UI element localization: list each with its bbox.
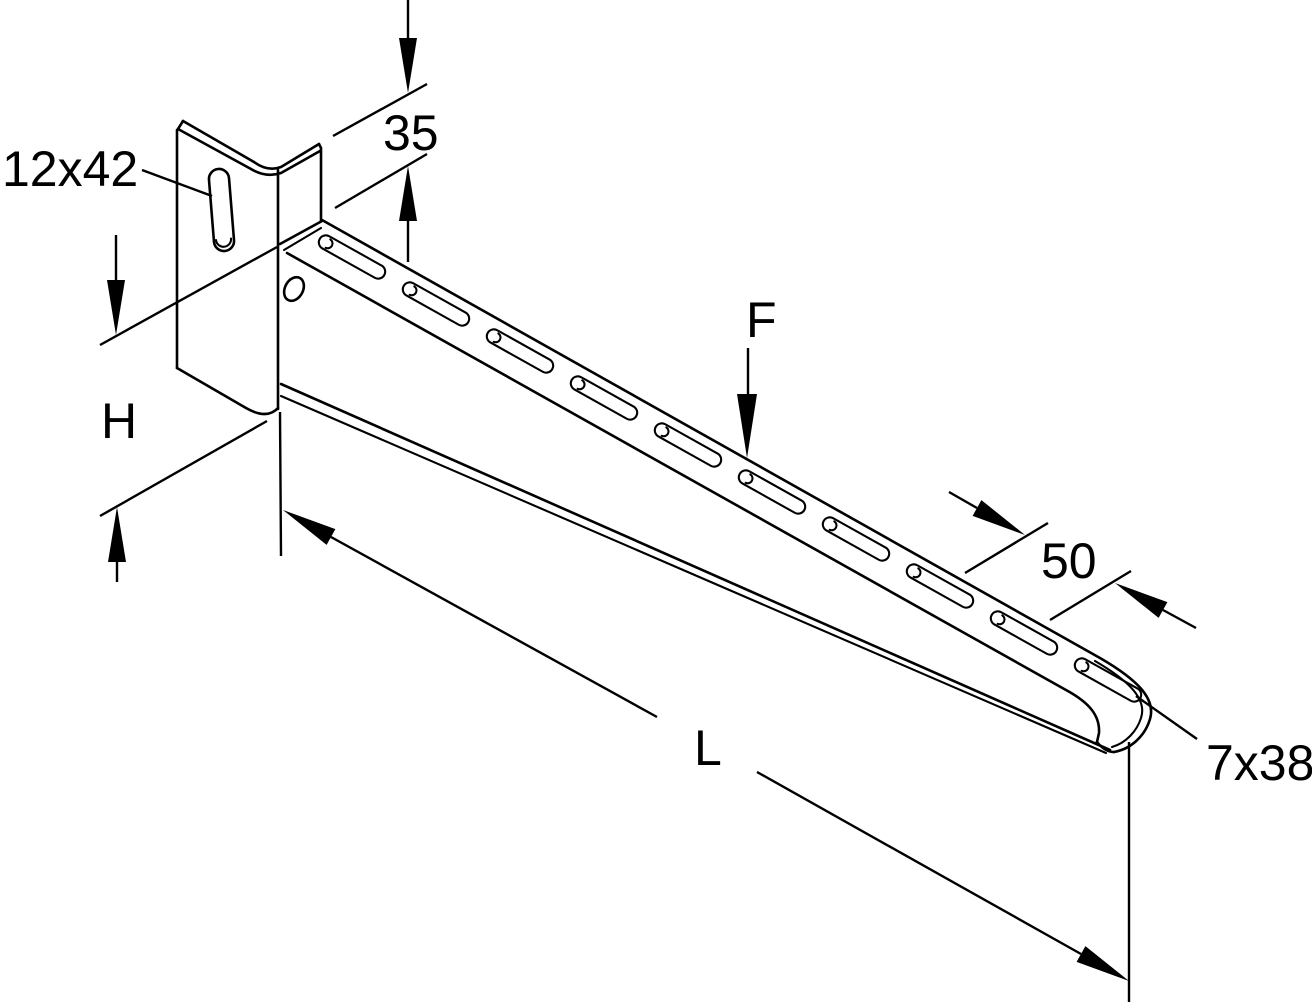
arm-root-chamfer-outer [278,219,324,246]
arm-slot [821,516,891,562]
dim-h-bottom-arrowhead [108,507,126,562]
dim-l: L [278,411,1131,1002]
plate-top-edge-outer [181,119,256,164]
dim-35-value: 35 [383,105,439,161]
mounting-slot [207,167,236,253]
dim-h-value: H [101,393,137,449]
arm-slot-depth-arc [912,567,922,579]
dim-35-bottom-arrowhead [399,166,417,221]
force-label: F [746,292,777,348]
arm-slot-depth-arc [660,426,670,438]
force-annotation: F [737,292,777,458]
bracket-arm [278,218,1153,755]
arm-slot-depth-arc [828,520,838,532]
arm-slot-depth-arc [492,332,502,344]
mounting-slot-size-label: 12x42 [2,141,138,197]
arm-slot [317,234,387,280]
plate-top-left-chamfer [176,119,185,131]
dim-l-left-extension-line [278,411,283,557]
dim-h: H [99,235,278,582]
dim-h-top-arrowhead [107,280,125,335]
arm-slot [653,422,723,468]
arm-top-edge-and-hook-outer [320,218,1153,754]
dim-50-upper-arrow-line [948,490,978,510]
arm-round-hole [282,275,306,303]
label-7x38: 7x38 [1135,695,1312,791]
label-12x42: 12x42 [2,141,213,198]
dim-35-upper-extension-line [332,82,428,138]
arm-slot-size-label: 7x38 [1206,735,1312,791]
mounting-slot-leader-line [141,168,213,198]
arm-slot-depth-arc [408,285,418,297]
plate-top-edge-inner [176,127,253,171]
arm-bottom-edge-outer [279,382,1112,752]
plate-side-right-edge [317,142,323,223]
arm-slot-depth-arc [576,379,586,391]
plate-fold-top-outer [252,142,321,170]
arm-bottom-edge-inner [279,394,1108,755]
arm-slot [485,328,555,374]
dim-50-value: 50 [1041,533,1097,589]
arm-hook-thickness [1093,659,1144,749]
dim-50-lower-arrow-line [1162,608,1197,630]
arm-slot-depth-arc [996,614,1006,626]
arm-flange-fold-line [285,251,1101,744]
arm-root-chamfer-inner [282,226,323,252]
dim-l-line-left-segment [330,535,658,719]
dim-h-upper-extension-line [99,245,278,347]
dim-35-lower-extension-line [334,152,428,210]
dim-l-value: L [694,720,722,776]
wall-plate [175,119,323,416]
dim-h-lower-extension-line [99,419,268,518]
dim-50: 50 [948,490,1197,630]
arm-slot-leader-line [1135,695,1198,740]
arm-slot [569,375,639,421]
arm-slot-depth-arc [744,473,754,485]
plate-bottom-edge [175,366,280,416]
dim-l-right-arrowhead [1076,946,1129,981]
arm-slot-row [317,234,1143,703]
force-arrowhead [737,394,757,458]
dim-50-lower-arrowhead [1115,583,1168,618]
arm-slot [905,563,975,609]
dim-35-top-arrowhead [399,38,417,93]
dim-50-lower-extension-line [1049,569,1132,622]
dim-l-left-arrowhead [283,510,336,545]
arm-slot-depth-arc [324,238,334,250]
dim-50-upper-extension-line [964,521,1049,575]
dim-50-upper-arrowhead [972,500,1025,535]
arm-slot [737,469,807,515]
dim-l-line-right-segment [756,770,1082,956]
dim-35: 35 [332,0,439,262]
arm-slot [401,281,471,327]
plate-fold-top-inner [249,149,322,177]
mounting-slot-depth-arc [214,237,233,248]
arm-slot [989,610,1059,656]
arm-slot-depth-arc [1080,661,1090,673]
